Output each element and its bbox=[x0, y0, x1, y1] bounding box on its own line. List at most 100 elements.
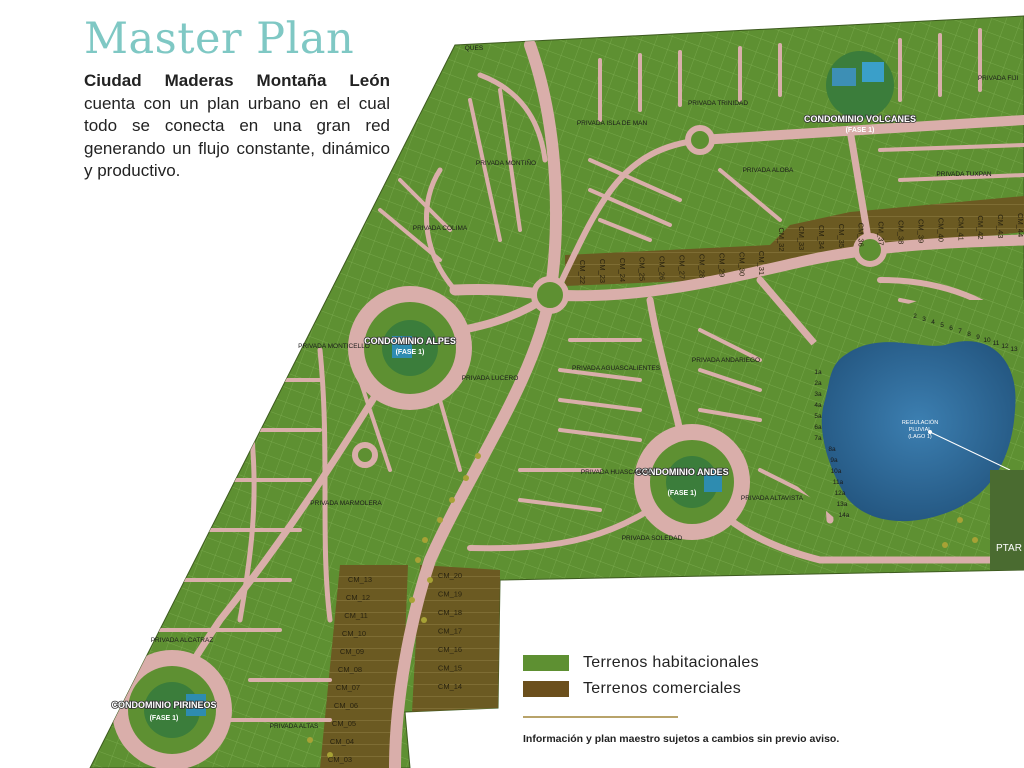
condominio-pirineos-sub: (FASE 1) bbox=[150, 715, 179, 722]
cm-lot-label: CM_20 bbox=[438, 571, 462, 580]
lake-lot-label: 11 bbox=[993, 340, 1000, 347]
condominio-alpes-label: CONDOMINIO ALPES bbox=[364, 336, 456, 346]
cm-lot-label: CM_27 bbox=[678, 255, 687, 279]
cm-lot-label: CM_11 bbox=[344, 611, 368, 620]
condominio-alpes-sub: (FASE 1) bbox=[396, 349, 425, 356]
cm-lot-label: CM_25 bbox=[638, 257, 647, 281]
condominio-alpes[interactable] bbox=[348, 286, 472, 410]
legend: Terrenos habitacionales Terrenos comerci… bbox=[523, 650, 759, 702]
intro-project-name: Ciudad Maderas Montaña León bbox=[84, 71, 390, 90]
privada-label: PRIVADA MONTIÑO bbox=[476, 158, 536, 167]
cm-lot-label: CM_34 bbox=[817, 225, 826, 249]
privada-label: PRIVADA TUXPAN bbox=[936, 171, 992, 178]
cm-lot-label: CM_33 bbox=[797, 226, 806, 250]
intro-paragraph: Ciudad Maderas Montaña León cuenta con u… bbox=[84, 70, 390, 183]
cm-lot-label: CM_12 bbox=[346, 593, 370, 602]
privada-label: PRIVADA SOLEDAD bbox=[622, 535, 683, 542]
privada-label: PRIVADA ALTAVISTA bbox=[741, 495, 804, 502]
cm-lot-label: CM_13 bbox=[348, 575, 372, 584]
cm-lot-label: CM_42 bbox=[976, 215, 985, 239]
intro-text: cuenta con un plan urbano en el cual tod… bbox=[84, 93, 390, 181]
cm-lot-label: CM_14 bbox=[438, 682, 462, 691]
legend-label-residential: Terrenos habitacionales bbox=[583, 654, 759, 671]
privada-label: PRIVADA FIJI bbox=[978, 75, 1019, 82]
privada-label: PRIVADA COLIMA bbox=[413, 225, 468, 232]
privada-label: PRIVADA ALCATRAZ bbox=[151, 637, 214, 644]
privada-label: PRIVADA ALTAS bbox=[270, 723, 319, 730]
lake-lot-label: 10 bbox=[983, 337, 991, 344]
condominio-volcanes-label: CONDOMINIO VOLCANES bbox=[804, 114, 916, 124]
cm-lot-label: CM_28 bbox=[697, 254, 706, 278]
cm-lot-label: CM_36 bbox=[857, 223, 866, 247]
cm-lot-label: CM_24 bbox=[618, 258, 627, 282]
cm-lot-label: CM_40 bbox=[936, 218, 945, 242]
cm-lot-label: CM_37 bbox=[877, 221, 886, 245]
cm-lot-label: CM_22 bbox=[578, 260, 587, 284]
disclaimer: Información y plan maestro sujetos a cam… bbox=[523, 733, 840, 745]
lake-lot-label: 3a bbox=[814, 391, 822, 398]
roundabouts bbox=[352, 125, 887, 468]
lake-label: PLUVIAL bbox=[909, 427, 932, 433]
commercial-swatch bbox=[523, 681, 569, 697]
cm-lot-label: CM_18 bbox=[438, 608, 462, 617]
lake-lot-label: 4a bbox=[814, 402, 822, 409]
lake-lot-label: 10a bbox=[831, 468, 842, 475]
cm-lot-label: CM_06 bbox=[334, 701, 358, 710]
cm-lot-label: CM_23 bbox=[598, 259, 607, 283]
lake-lot-label: 12a bbox=[835, 490, 846, 497]
lake-lot-label: 9 bbox=[976, 334, 980, 341]
lake-lot-label: 5 bbox=[940, 322, 944, 329]
condominio-pirineos-label: CONDOMINIO PIRINEOS bbox=[111, 700, 216, 710]
privada-label: PRIVADA HUASCARAN bbox=[581, 469, 652, 476]
top-edge-label: QUES bbox=[465, 45, 484, 52]
cm-lot-label: CM_08 bbox=[338, 665, 362, 674]
lake-lot-label: 12 bbox=[1001, 343, 1009, 350]
cm-lot-label: CM_16 bbox=[438, 645, 462, 654]
lake-lot-label: 2a bbox=[814, 380, 822, 387]
lake-lot-label: 9a bbox=[830, 457, 838, 464]
privada-label: PRIVADA ALOBA bbox=[743, 167, 794, 174]
lake-label: REGULACIÓN bbox=[902, 419, 938, 426]
lake-lot-label: 3 bbox=[922, 316, 926, 323]
lake[interactable] bbox=[821, 341, 1016, 522]
lake-pointer bbox=[929, 431, 1011, 471]
cm-lot-label: CM_32 bbox=[777, 227, 786, 251]
tree-strip bbox=[307, 453, 978, 758]
cm-lot-label: CM_15 bbox=[438, 664, 462, 673]
cm-lot-label: CM_19 bbox=[438, 590, 462, 599]
ptar-label: PTAR bbox=[996, 543, 1022, 554]
privada-label: PRIVADA TRINIDAD bbox=[688, 100, 748, 107]
commercial-strip-lower bbox=[320, 565, 500, 768]
lake-lot-label: 11a bbox=[833, 479, 844, 486]
lake-lot-label: 6 bbox=[949, 325, 953, 332]
cm-lot-label: CM_31 bbox=[757, 251, 766, 275]
commercial-strip-upper bbox=[565, 196, 1024, 286]
condominio-pirineos[interactable] bbox=[112, 650, 232, 768]
cm-lot-label: CM_29 bbox=[717, 253, 726, 277]
condominio-volcanes-sub: (FASE 1) bbox=[846, 127, 875, 134]
page-title: Master Plan bbox=[84, 14, 355, 64]
privada-label: PRIVADA ANDARIEGO bbox=[692, 357, 760, 364]
cm-lot-label: CM_09 bbox=[340, 647, 364, 656]
condominio-volcanes[interactable] bbox=[826, 51, 894, 119]
legend-item-commercial: Terrenos comerciales bbox=[523, 676, 759, 702]
cm-lot-label: CM_30 bbox=[737, 252, 746, 276]
lake-lot-label: 5a bbox=[814, 413, 822, 420]
privada-label: PRIVADA MARMOLERA bbox=[310, 500, 382, 507]
condominio-andes[interactable] bbox=[634, 424, 750, 540]
lake-lot-label: 2 bbox=[913, 313, 917, 320]
cm-lot-label: CM_03 bbox=[328, 755, 352, 764]
lake-lot-label: 7a bbox=[814, 435, 822, 442]
cm-lot-label: CM_41 bbox=[956, 217, 965, 241]
residential-swatch bbox=[523, 655, 569, 671]
divider-rule bbox=[523, 716, 678, 718]
cm-lot-label: CM_39 bbox=[916, 219, 925, 243]
ptar-area bbox=[990, 470, 1024, 570]
cm-lot-label: CM_43 bbox=[996, 214, 1005, 238]
map-labels: QUES CONDOMINIO VOLCANES (FASE 1) CONDOM… bbox=[111, 45, 1019, 730]
lake-lot-label: 6a bbox=[814, 424, 822, 431]
lake-lot-label: 8a bbox=[828, 446, 836, 453]
